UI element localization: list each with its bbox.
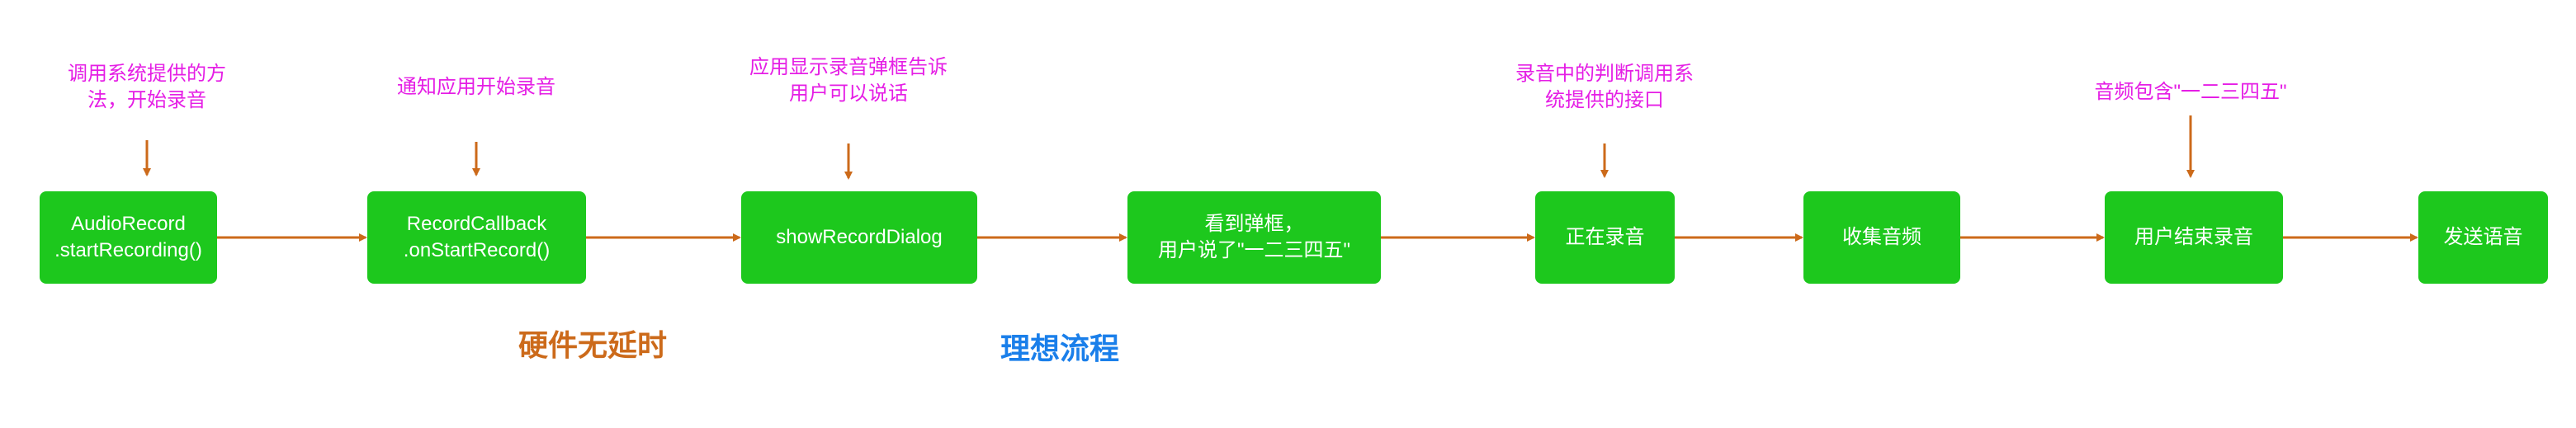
note-step-5: 录音中的判断调用系 统提供的接口 bbox=[1515, 63, 1694, 111]
step-box-6: 收集音频 bbox=[1803, 191, 1960, 284]
step-box-4: 看到弹框， 用户说了"一二三四五" bbox=[1127, 191, 1381, 284]
step-box-1: AudioRecord .startRecording() bbox=[40, 191, 217, 284]
note-step-1: 调用系统提供的方 法，开始录音 bbox=[68, 63, 226, 111]
step-box-8: 发送语音 bbox=[2418, 191, 2548, 284]
note-step-2: 通知应用开始录音 bbox=[397, 76, 555, 98]
note-step-7: 音频包含"一二三四五" bbox=[2094, 81, 2287, 103]
step-box-7: 用户结束录音 bbox=[2105, 191, 2283, 284]
label-hardware-no-delay: 硬件无延时 bbox=[518, 328, 668, 362]
label-ideal-flow: 理想流程 bbox=[1000, 332, 1120, 365]
step-box-3: showRecordDialog bbox=[741, 191, 977, 284]
note-step-3: 应用显示录音弹框告诉 用户可以说话 bbox=[749, 56, 948, 105]
step-box-5: 正在录音 bbox=[1535, 191, 1675, 284]
step-box-2: RecordCallback .onStartRecord() bbox=[367, 191, 586, 284]
